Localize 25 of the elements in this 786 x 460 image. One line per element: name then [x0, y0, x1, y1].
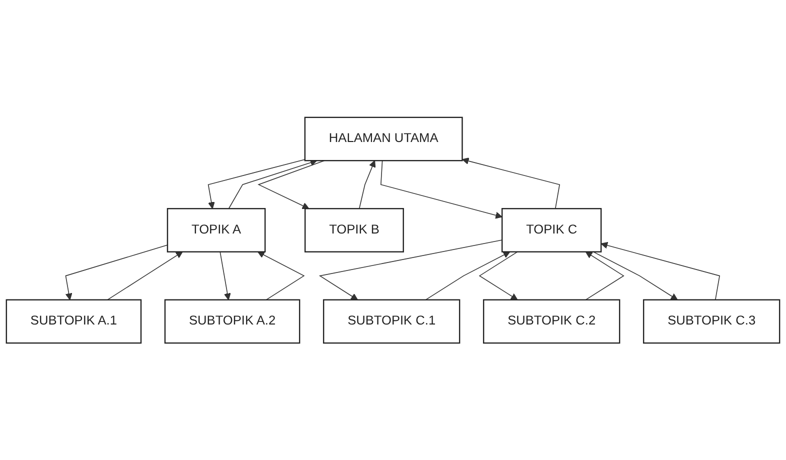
arrow	[220, 251, 231, 300]
arrow	[208, 158, 306, 209]
arrow	[600, 242, 720, 300]
arrow	[65, 244, 168, 300]
arrow	[380, 160, 502, 219]
node-box: SUBTOPIK C.3	[643, 299, 780, 344]
node-box: SUBTOPIK C.1	[322, 299, 460, 344]
arrow	[478, 251, 518, 300]
arrow	[107, 251, 183, 300]
arrow	[258, 251, 305, 300]
arrow	[592, 251, 678, 300]
arrow	[358, 160, 376, 209]
node-box: HALAMAN UTAMA	[304, 116, 463, 161]
arrow	[318, 239, 502, 300]
node-box: TOPIK C	[501, 208, 602, 252]
node-box: SUBTOPIK A.2	[164, 299, 300, 344]
arrow	[585, 251, 624, 300]
arrow	[425, 251, 510, 300]
arrow	[228, 159, 318, 209]
node-box: SUBTOPIK A.1	[6, 299, 142, 344]
arrow	[258, 160, 325, 209]
node-box: TOPIK A	[166, 208, 266, 252]
node-box: SUBTOPIK C.2	[482, 299, 620, 344]
node-box: TOPIK B	[304, 208, 404, 252]
arrow	[462, 157, 560, 209]
